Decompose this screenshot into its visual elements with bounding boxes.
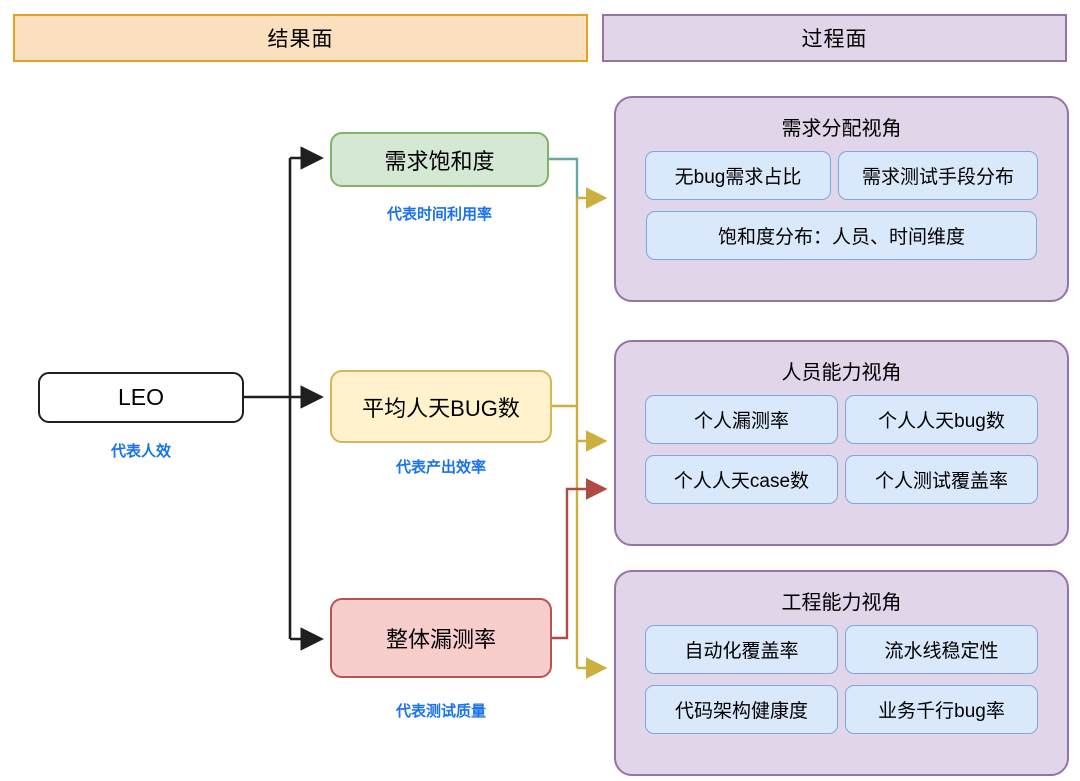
caption-leo: 代表人效 xyxy=(110,443,171,460)
chip-metric[interactable]: 饱和度分布：人员、时间维度 xyxy=(646,211,1037,260)
panel-demand-allocation-rows: 无bug需求占比 需求测试手段分布 饱和度分布：人员、时间维度 xyxy=(616,151,1067,260)
panel-people-capability-rows: 个人漏测率 个人人天bug数 个人人天case数 个人测试覆盖率 xyxy=(616,395,1067,504)
node-avg-bug-per-person-day[interactable]: 平均人天BUG数 xyxy=(330,370,552,443)
panel-row: 代码架构健康度 业务千行bug率 xyxy=(616,685,1067,734)
panel-people-capability: 人员能力视角 个人漏测率 个人人天bug数 个人人天case数 个人测试覆盖率 xyxy=(614,340,1069,546)
chip-metric[interactable]: 个人测试覆盖率 xyxy=(845,455,1038,504)
header-process-side: 过程面 xyxy=(602,14,1067,62)
panel-row: 个人人天case数 个人测试覆盖率 xyxy=(616,455,1067,504)
panel-demand-allocation-title: 需求分配视角 xyxy=(781,118,902,140)
panel-engineering-capability: 工程能力视角 自动化覆盖率 流水线稳定性 代码架构健康度 业务千行bug率 xyxy=(614,570,1069,776)
node-demand-saturation[interactable]: 需求饱和度 xyxy=(330,132,549,187)
panel-row: 自动化覆盖率 流水线稳定性 xyxy=(616,625,1067,674)
node-overall-leak-rate-label: 整体漏测率 xyxy=(385,627,496,652)
node-demand-saturation-label: 需求饱和度 xyxy=(384,148,495,174)
panel-row: 个人漏测率 个人人天bug数 xyxy=(616,395,1067,444)
node-avg-bug-per-person-day-label: 平均人天BUG数 xyxy=(362,395,520,421)
chip-metric[interactable]: 自动化覆盖率 xyxy=(645,625,838,674)
chip-metric[interactable]: 个人漏测率 xyxy=(645,395,838,444)
header-process-label: 过程面 xyxy=(801,28,868,51)
caption-overall-leak-rate: 代表测试质量 xyxy=(395,703,486,720)
panel-engineering-capability-title: 工程能力视角 xyxy=(781,592,902,614)
chip-metric[interactable]: 无bug需求占比 xyxy=(645,151,831,200)
caption-demand-saturation: 代表时间利用率 xyxy=(386,206,492,223)
chip-metric[interactable]: 代码架构健康度 xyxy=(645,685,838,734)
chip-metric[interactable]: 流水线稳定性 xyxy=(845,625,1038,674)
chip-metric[interactable]: 需求测试手段分布 xyxy=(838,151,1038,200)
chip-metric[interactable]: 业务千行bug率 xyxy=(845,685,1038,734)
panel-people-capability-title: 人员能力视角 xyxy=(781,362,902,384)
caption-avg-bug-per-person-day: 代表产出效率 xyxy=(395,459,486,476)
header-result-label: 结果面 xyxy=(267,28,334,51)
chip-metric[interactable]: 个人人天case数 xyxy=(645,455,838,504)
node-leo[interactable]: LEO xyxy=(38,372,244,423)
panel-row: 无bug需求占比 需求测试手段分布 xyxy=(616,151,1067,200)
header-result-side: 结果面 xyxy=(13,14,588,62)
node-overall-leak-rate[interactable]: 整体漏测率 xyxy=(330,598,552,678)
chip-metric[interactable]: 个人人天bug数 xyxy=(845,395,1038,444)
node-leo-label: LEO xyxy=(117,384,165,410)
panel-demand-allocation: 需求分配视角 无bug需求占比 需求测试手段分布 饱和度分布：人员、时间维度 xyxy=(614,96,1069,302)
panel-row: 饱和度分布：人员、时间维度 xyxy=(616,211,1067,260)
panel-engineering-capability-rows: 自动化覆盖率 流水线稳定性 代码架构健康度 业务千行bug率 xyxy=(616,625,1067,734)
